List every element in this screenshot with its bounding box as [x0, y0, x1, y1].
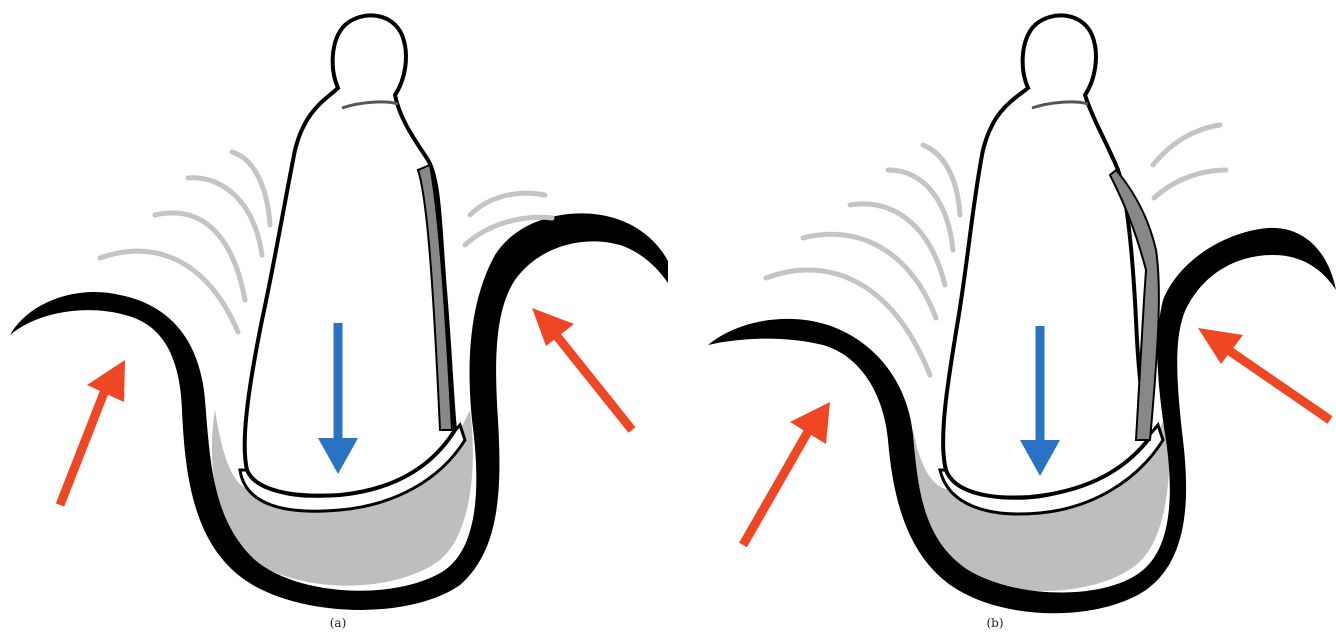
force-arrow-left: [743, 402, 830, 545]
diagram-a-svg: [0, 0, 668, 641]
panel-b: (b): [668, 0, 1336, 641]
panel-a-caption: (a): [308, 616, 368, 630]
force-arrow-right: [1198, 328, 1330, 420]
force-arrow-right: [532, 308, 632, 430]
probe-body: [245, 15, 455, 495]
panel-b-caption: (b): [965, 616, 1025, 630]
motion-lines-left: [766, 145, 960, 375]
motion-lines-right: [1153, 125, 1226, 198]
panel-a: (a): [0, 0, 668, 641]
probe-body: [943, 15, 1148, 497]
diagram-b-svg: [668, 0, 1336, 641]
force-arrow-left: [60, 360, 125, 505]
